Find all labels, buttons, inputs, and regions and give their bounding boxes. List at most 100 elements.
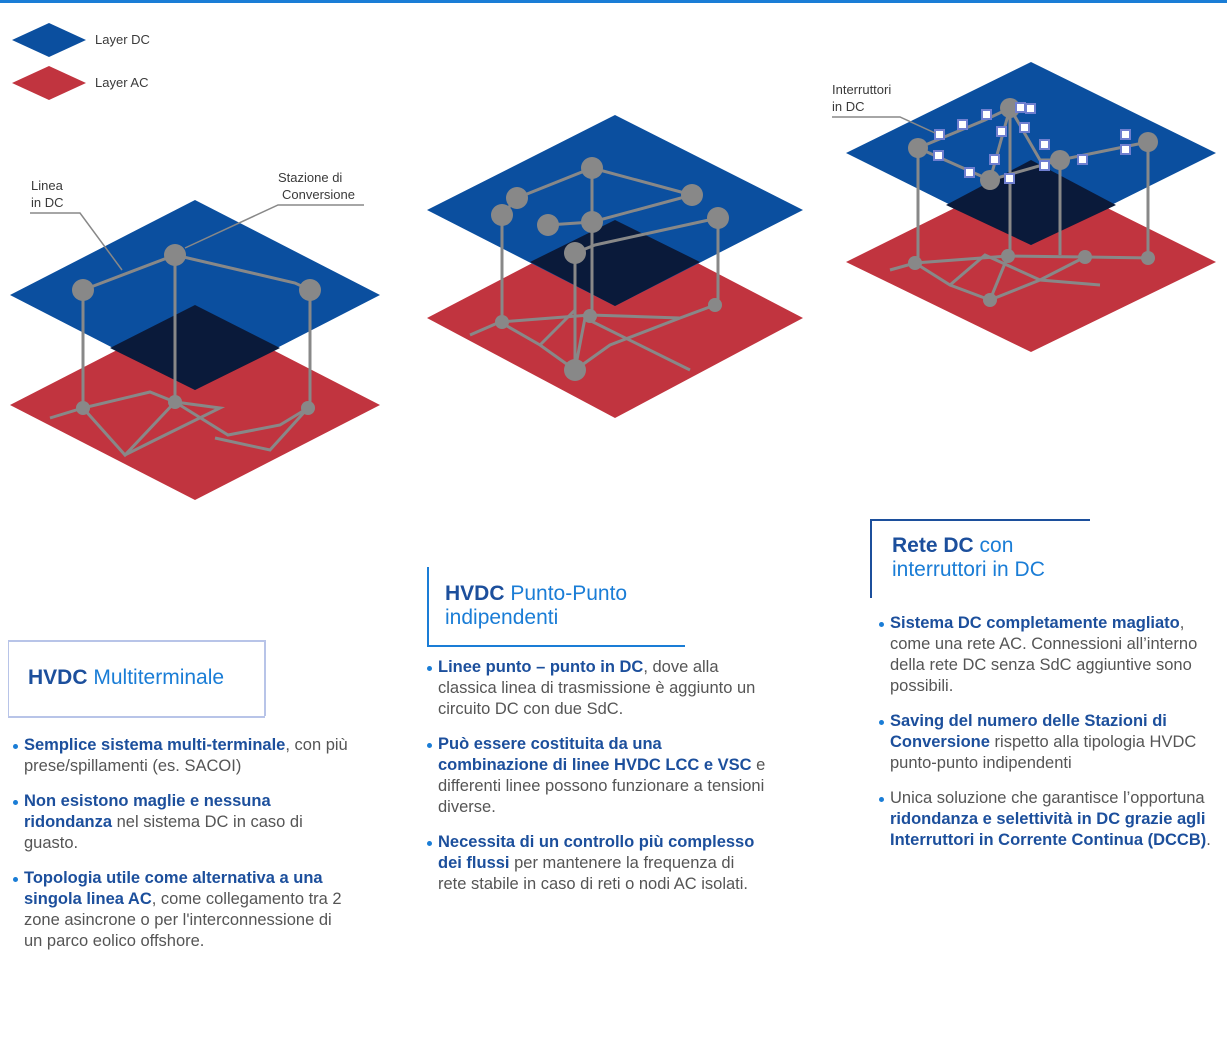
dc-layer bbox=[427, 115, 803, 306]
dc-breaker-icon bbox=[964, 167, 975, 178]
list-item: Semplice sistema multi-terminale, con pi… bbox=[12, 735, 352, 777]
callout-linea-line bbox=[30, 212, 123, 271]
converter-station bbox=[581, 157, 603, 179]
dc-layer bbox=[10, 200, 380, 390]
ac-node bbox=[76, 401, 90, 415]
dc-breaker-icon bbox=[933, 150, 944, 161]
ac-line bbox=[124, 400, 226, 457]
panel-3-title: Rete DC con interruttori in DC bbox=[892, 534, 1092, 582]
panel-2-title-bold: HVDC bbox=[445, 582, 505, 605]
diagram-multiterminale: Linea in DC Stazione di Conversione bbox=[10, 170, 380, 500]
dc-breaker-icon bbox=[934, 129, 945, 140]
ac-line bbox=[914, 255, 1010, 302]
list-item: Necessita di un controllo più complesso … bbox=[426, 832, 766, 895]
panel-1-title-rest: Multiterminale bbox=[87, 666, 225, 689]
ac-node bbox=[1001, 249, 1015, 263]
dc-breaker-icon bbox=[1015, 102, 1026, 113]
dc-breaker-icon bbox=[1019, 122, 1030, 133]
list-item: Sistema DC completamente magliato, come … bbox=[878, 613, 1223, 697]
dc-breaker-icon bbox=[1039, 139, 1050, 150]
legend-ac-swatch bbox=[12, 66, 86, 100]
converter-station bbox=[908, 138, 928, 158]
dc-breaker-icon bbox=[1120, 129, 1131, 140]
callout-interruttori-label-2: in DC bbox=[832, 99, 865, 114]
ac-node bbox=[1078, 250, 1092, 264]
list-item: Può essere costituita da una combinazion… bbox=[426, 734, 766, 818]
layer-overlap bbox=[110, 305, 280, 390]
ac-line bbox=[949, 253, 1101, 287]
panel-2-bullets: Linee punto – punto in DC, dove alla cla… bbox=[426, 657, 766, 909]
ac-layer bbox=[846, 170, 1216, 352]
callout-interruttori-line bbox=[832, 116, 936, 134]
panel-2-frame bbox=[427, 567, 685, 647]
panel-1-title: HVDC Multiterminale bbox=[28, 666, 268, 690]
legend-dc-label: Layer DC bbox=[95, 32, 150, 47]
ac-node bbox=[708, 298, 722, 312]
converter-station bbox=[537, 214, 559, 236]
dc-breaker-icon bbox=[989, 154, 1000, 165]
ac-line bbox=[49, 390, 176, 420]
dc-line bbox=[500, 166, 693, 216]
converter-station bbox=[564, 242, 586, 264]
dc-breaker-icon bbox=[981, 109, 992, 120]
ac-node bbox=[564, 359, 586, 381]
ac-node bbox=[495, 315, 509, 329]
ac-node bbox=[1141, 251, 1155, 265]
panel-2-title: HVDC Punto-Punto indipendenti bbox=[445, 582, 685, 630]
panel-1-title-bold: HVDC bbox=[28, 666, 88, 689]
ac-node bbox=[168, 395, 182, 409]
converter-station bbox=[299, 279, 321, 301]
converter-station bbox=[72, 279, 94, 301]
diagram-punto-punto bbox=[427, 115, 803, 418]
legend-ac-label: Layer AC bbox=[95, 75, 148, 90]
callout-stazione-label: Stazione di bbox=[278, 170, 342, 185]
ac-layer bbox=[427, 220, 803, 418]
converter-station bbox=[707, 207, 729, 229]
converter-station bbox=[1138, 132, 1158, 152]
ac-node bbox=[908, 256, 922, 270]
dc-breaker-icon bbox=[1039, 160, 1050, 171]
diagram-rete-dc: Interruttori in DC bbox=[832, 62, 1216, 352]
dc-breaker-icon bbox=[1120, 144, 1131, 155]
legend-dc-swatch bbox=[12, 23, 86, 57]
panel-2-title-rest: Punto-Punto indipendenti bbox=[445, 582, 628, 629]
list-item: Unica soluzione che garantisce l’opportu… bbox=[878, 788, 1223, 851]
list-item: Linee punto – punto in DC, dove alla cla… bbox=[426, 657, 766, 720]
callout-stazione-line bbox=[184, 204, 364, 249]
converter-station bbox=[581, 211, 603, 233]
callout-interruttori-label: Interruttori bbox=[832, 82, 891, 97]
layer-overlap bbox=[530, 220, 700, 306]
list-item: Saving del numero delle Stazioni di Conv… bbox=[878, 711, 1223, 774]
panel-3-title-bold: Rete DC bbox=[892, 534, 974, 557]
list-item: Topologia utile come alternativa a una s… bbox=[12, 868, 352, 952]
converter-station bbox=[681, 184, 703, 206]
list-item: Non esistono maglie e nessuna ridondanza… bbox=[12, 791, 352, 854]
callout-linea-label: Linea bbox=[31, 178, 64, 193]
converter-station bbox=[491, 204, 513, 226]
top-accent-line bbox=[0, 0, 1227, 3]
panel-3-frame bbox=[870, 519, 1090, 598]
dc-line bbox=[917, 146, 991, 182]
converter-station bbox=[506, 187, 528, 209]
dc-breaker-icon bbox=[1004, 173, 1015, 184]
dc-breaker-icon bbox=[957, 119, 968, 130]
panel-3-title-rest: con interruttori in DC bbox=[892, 534, 1045, 581]
dc-line bbox=[917, 106, 1149, 162]
ac-node bbox=[983, 293, 997, 307]
callout-linea-label-2: in DC bbox=[31, 195, 64, 210]
dc-breaker-icon bbox=[1025, 103, 1036, 114]
dc-layer bbox=[846, 62, 1216, 245]
dc-breaker-icon bbox=[1077, 154, 1088, 165]
layer-overlap bbox=[946, 160, 1116, 245]
converter-station bbox=[164, 244, 186, 266]
dc-breaker-icon bbox=[996, 126, 1007, 137]
panel-1-bullets: Semplice sistema multi-terminale, con pi… bbox=[12, 735, 352, 966]
ac-node bbox=[583, 309, 597, 323]
converter-station bbox=[1050, 150, 1070, 170]
callout-stazione-label-2: Conversione bbox=[282, 187, 355, 202]
converter-station bbox=[980, 170, 1000, 190]
panel-3-bullets: Sistema DC completamente magliato, come … bbox=[878, 613, 1223, 865]
hvdc-topology-diagrams: Layer DC Layer AC bbox=[10, 23, 1216, 500]
ac-line bbox=[214, 406, 310, 452]
legend: Layer DC Layer AC bbox=[12, 23, 150, 100]
